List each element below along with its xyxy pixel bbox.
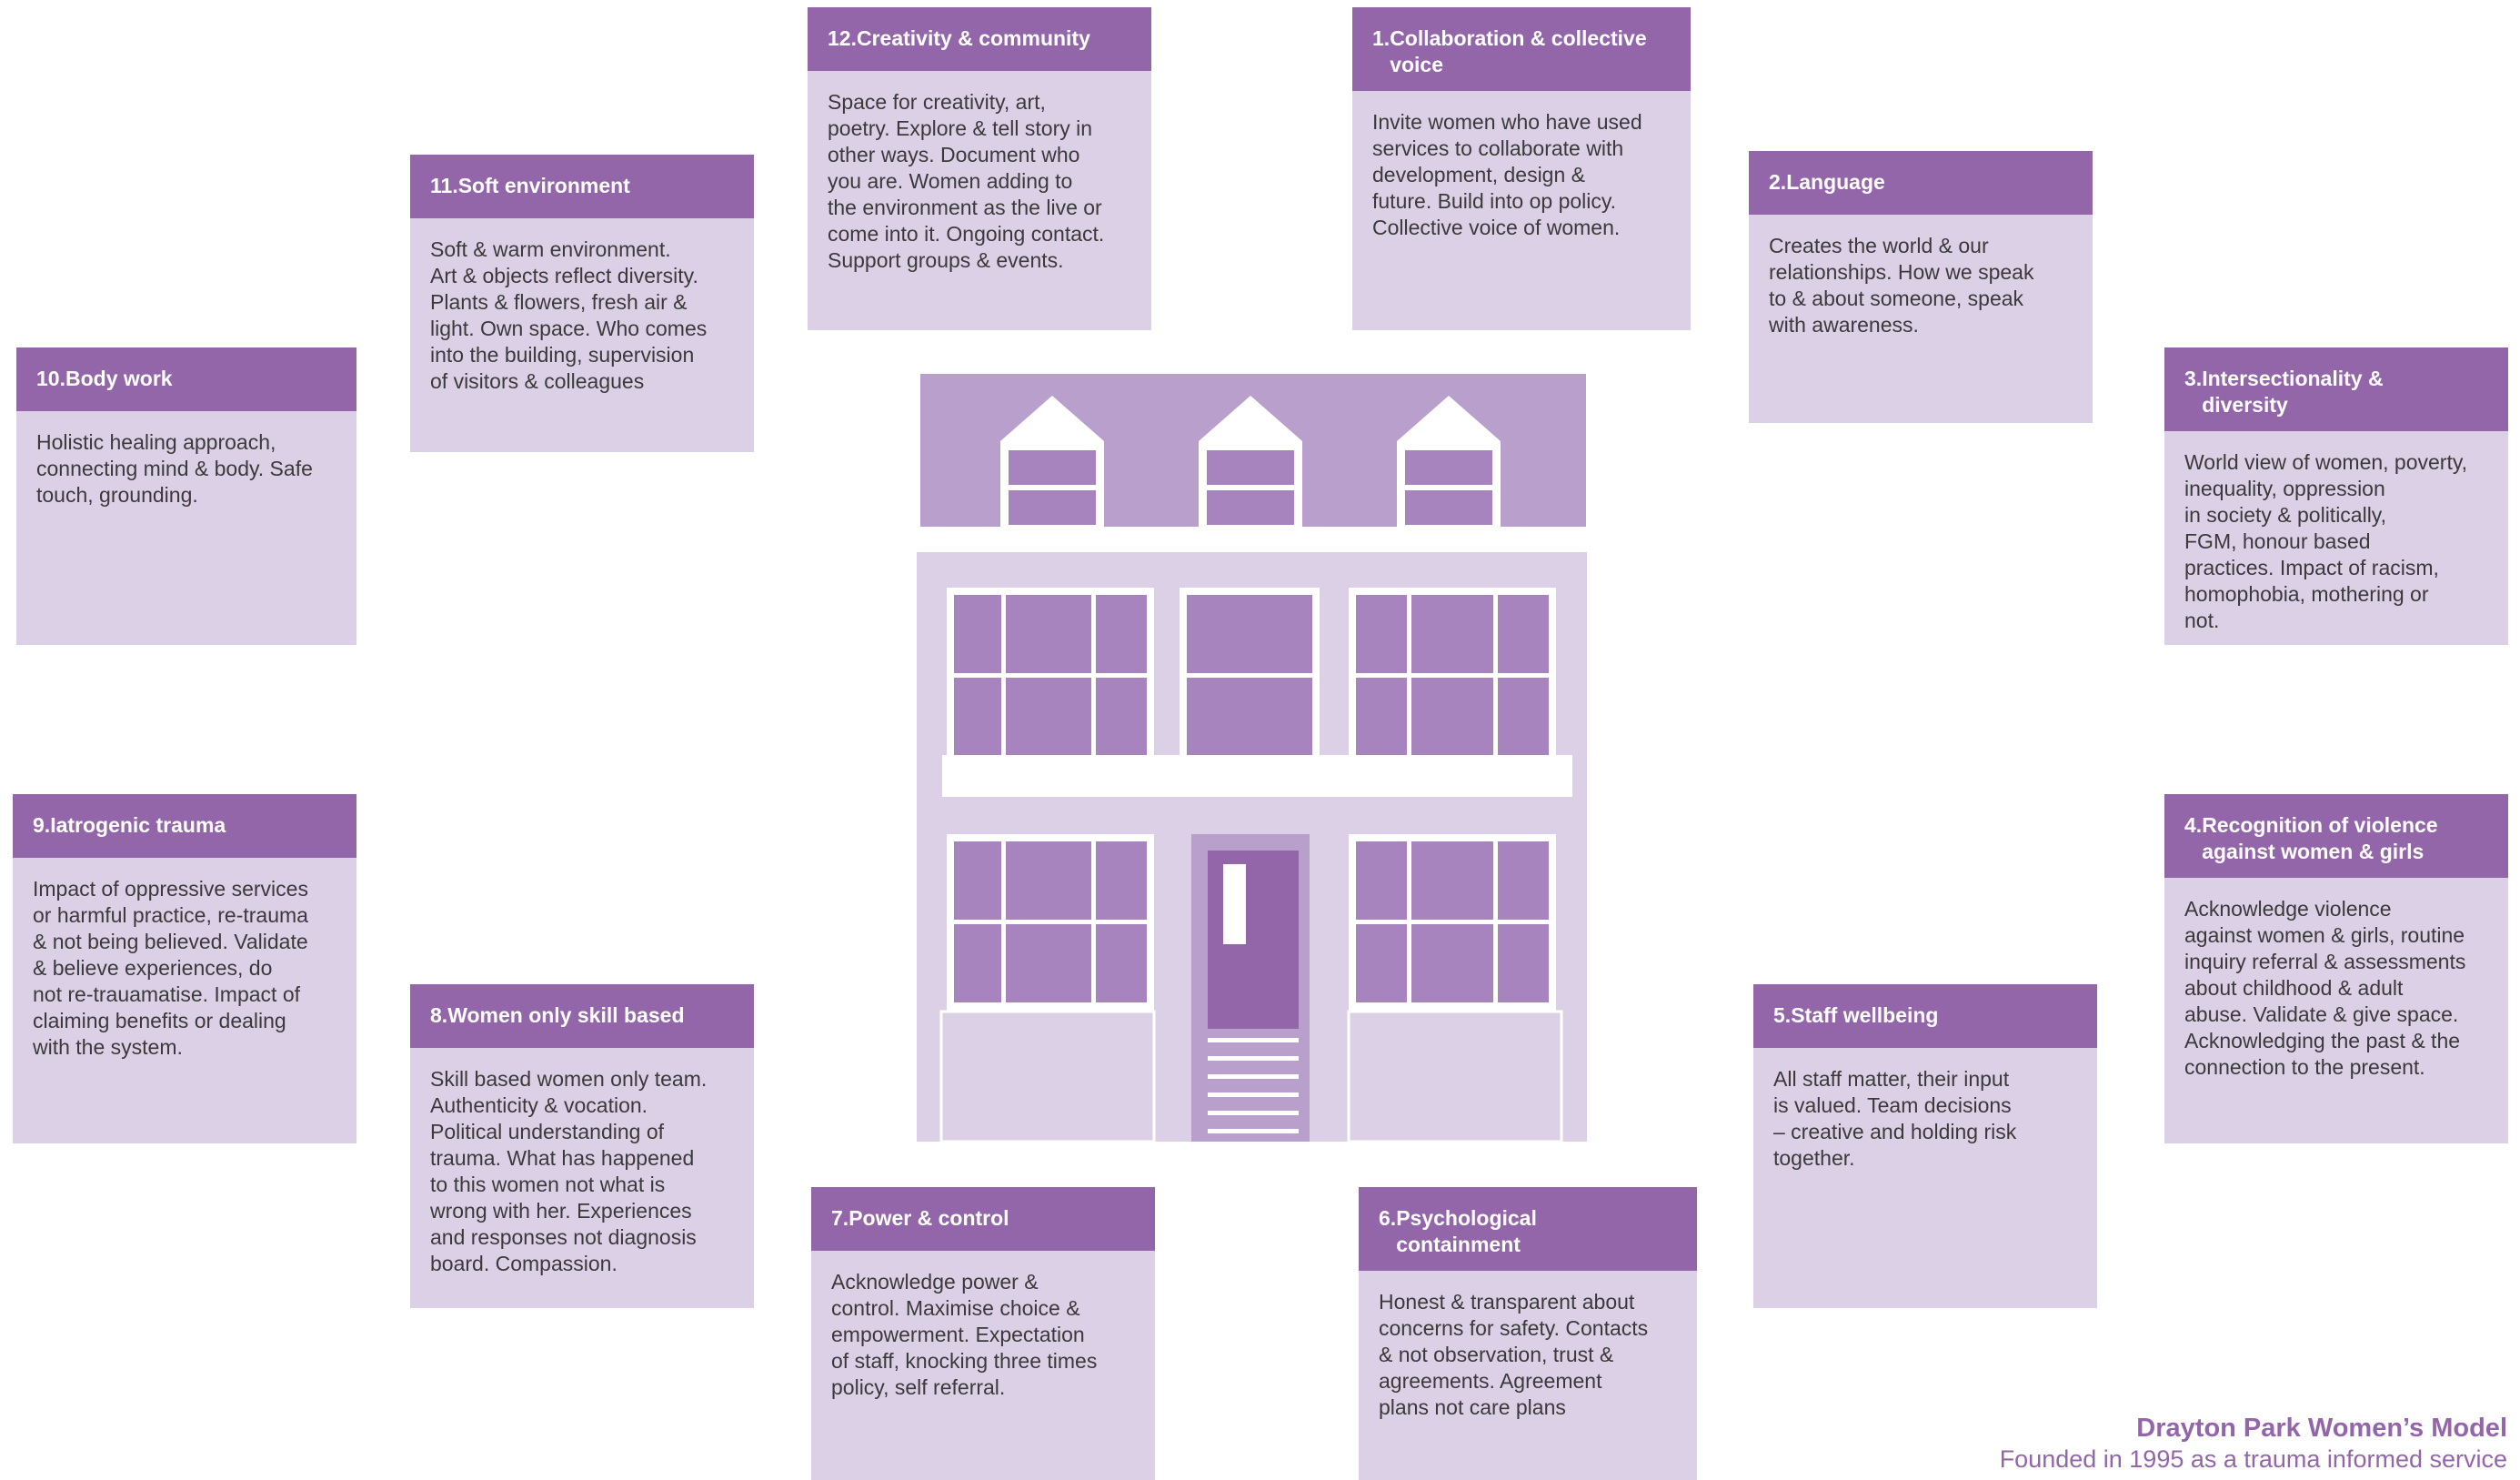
footer-title: Drayton Park Women’s Model xyxy=(2136,1414,2507,1443)
card-number: 12. xyxy=(828,26,857,50)
card-staff-wellbeing: 5.Staff wellbeing All staff matter, thei… xyxy=(1753,984,2097,1308)
card-title: Power & control xyxy=(848,1206,1009,1230)
card-power-control: 7.Power & control Acknowledge power & co… xyxy=(811,1187,1155,1480)
footer-subtitle: Founded in 1995 as a trauma informed ser… xyxy=(1999,1445,2507,1473)
card-body: Creates the world & our relationships. H… xyxy=(1769,234,2034,337)
card-title: Collaboration & collective voice xyxy=(1390,26,1647,76)
upper-window xyxy=(1349,588,1556,759)
card-body: Acknowledge power & control. Maximise ch… xyxy=(831,1270,1098,1399)
house-illustration xyxy=(917,374,1587,1142)
card-header: 4.Recognition of violence against women … xyxy=(2164,794,2508,878)
dormer-window xyxy=(1397,396,1501,527)
card-soft-environment: 11.Soft environment Soft & warm environm… xyxy=(410,155,754,452)
card-body: World view of women, poverty, inequality… xyxy=(2184,450,2468,632)
card-title: Staff wellbeing xyxy=(1791,1003,1939,1027)
balcony-ledge xyxy=(942,755,1572,797)
dormer-window xyxy=(1000,396,1104,527)
card-title: Women only skill based xyxy=(447,1003,685,1027)
card-header: 3.Intersectionality & diversity xyxy=(2164,347,2508,431)
card-number: 7. xyxy=(831,1206,849,1230)
card-body-work: 10.Body work Holistic healing approach, … xyxy=(16,347,356,645)
card-creativity-community: 12.Creativity & community Space for crea… xyxy=(808,7,1151,330)
dormer-window xyxy=(1199,396,1302,527)
card-language: 2.Language Creates the world & our relat… xyxy=(1749,151,2093,423)
card-number: 8. xyxy=(430,1003,448,1027)
card-women-only-skill-based: 8.Women only skill based Skill based wom… xyxy=(410,984,754,1308)
card-title: Creativity & community xyxy=(856,26,1090,50)
card-number: 4. xyxy=(2184,813,2203,837)
card-number: 3. xyxy=(2184,367,2203,390)
card-recognition-of-violence: 4.Recognition of violence against women … xyxy=(2164,794,2508,1143)
upper-window xyxy=(947,588,1154,759)
front-steps xyxy=(1208,1038,1299,1133)
card-body: Impact of oppressive services or harmful… xyxy=(33,877,308,1059)
card-header: 7.Power & control xyxy=(811,1187,1155,1251)
footer: Drayton Park Women’s Model Founded in 19… xyxy=(2000,1413,2507,1475)
card-number: 5. xyxy=(1773,1003,1792,1027)
door-window xyxy=(1223,864,1246,944)
card-body: Holistic healing approach, connecting mi… xyxy=(36,430,313,507)
card-number: 2. xyxy=(1769,170,1787,194)
card-header: 10.Body work xyxy=(16,347,356,411)
card-body: Acknowledge violence against women & gir… xyxy=(2184,897,2466,1079)
card-header: 9.Iatrogenic trauma xyxy=(13,794,356,858)
card-number: 11. xyxy=(430,174,458,197)
card-title: Intersectionality & diversity xyxy=(2202,367,2384,417)
lower-window xyxy=(947,834,1154,1012)
card-title: Psychological containment xyxy=(1396,1206,1537,1256)
card-header: 11.Soft environment xyxy=(410,155,754,218)
card-title: Iatrogenic trauma xyxy=(50,813,226,837)
card-title: Body work xyxy=(65,367,173,390)
card-title: Recognition of violence against women & … xyxy=(2202,813,2438,863)
card-header: 8.Women only skill based xyxy=(410,984,754,1048)
upper-window xyxy=(1180,588,1320,759)
card-header: 12.Creativity & community xyxy=(808,7,1151,71)
card-psychological-containment: 6.Psychological containment Honest & tra… xyxy=(1359,1187,1697,1480)
card-title: Soft environment xyxy=(457,174,630,197)
card-collaboration-collective-voice: 1.Collaboration & collective voice Invit… xyxy=(1352,7,1691,330)
card-body: All staff matter, their input is valued.… xyxy=(1773,1067,2017,1170)
card-title: Language xyxy=(1786,170,1885,194)
card-header: 1.Collaboration & collective voice xyxy=(1352,7,1691,91)
front-door xyxy=(1208,851,1299,1029)
card-body: Skill based women only team. Authenticit… xyxy=(430,1067,708,1275)
card-body: Invite women who have used services to c… xyxy=(1372,110,1642,239)
card-number: 10. xyxy=(36,367,65,390)
card-header: 5.Staff wellbeing xyxy=(1753,984,2097,1048)
card-iatrogenic-trauma: 9.Iatrogenic trauma Impact of oppressive… xyxy=(13,794,356,1143)
card-number: 1. xyxy=(1372,26,1391,50)
card-body: Honest & transparent about concerns for … xyxy=(1379,1290,1649,1419)
card-body: Space for creativity, art, poetry. Explo… xyxy=(828,90,1105,272)
wall-panel xyxy=(939,1010,1156,1142)
card-number: 9. xyxy=(33,813,51,837)
wall-panel xyxy=(1347,1010,1563,1142)
card-body: Soft & warm environment. Art & objects r… xyxy=(430,237,708,393)
card-header: 6.Psychological containment xyxy=(1359,1187,1697,1271)
card-number: 6. xyxy=(1379,1206,1397,1230)
lower-window xyxy=(1349,834,1556,1012)
card-header: 2.Language xyxy=(1749,151,2093,215)
card-intersectionality-diversity: 3.Intersectionality & diversity World vi… xyxy=(2164,347,2508,645)
